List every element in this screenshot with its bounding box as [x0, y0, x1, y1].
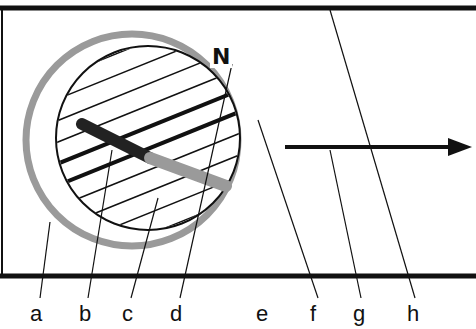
- part-letter: f: [310, 303, 316, 325]
- needle-south: [150, 158, 226, 186]
- capsule: [56, 46, 240, 230]
- part-letter: a: [30, 303, 42, 325]
- baseplate-edge: [0, 274, 476, 279]
- needle-north: [82, 124, 150, 158]
- baseplate-edge: [0, 6, 476, 11]
- part-letter: h: [407, 303, 419, 325]
- part-letter: d: [170, 303, 182, 325]
- arrow-head: [448, 138, 472, 156]
- part-letter: e: [256, 303, 268, 325]
- part-letter: g: [353, 303, 365, 325]
- part-letter: b: [79, 303, 91, 325]
- part-letter: c: [122, 303, 133, 325]
- travel-arrow: [285, 145, 452, 149]
- baseplate-edge: [1, 8, 3, 276]
- leader-lines: [40, 10, 415, 298]
- north-mark: N: [210, 46, 232, 68]
